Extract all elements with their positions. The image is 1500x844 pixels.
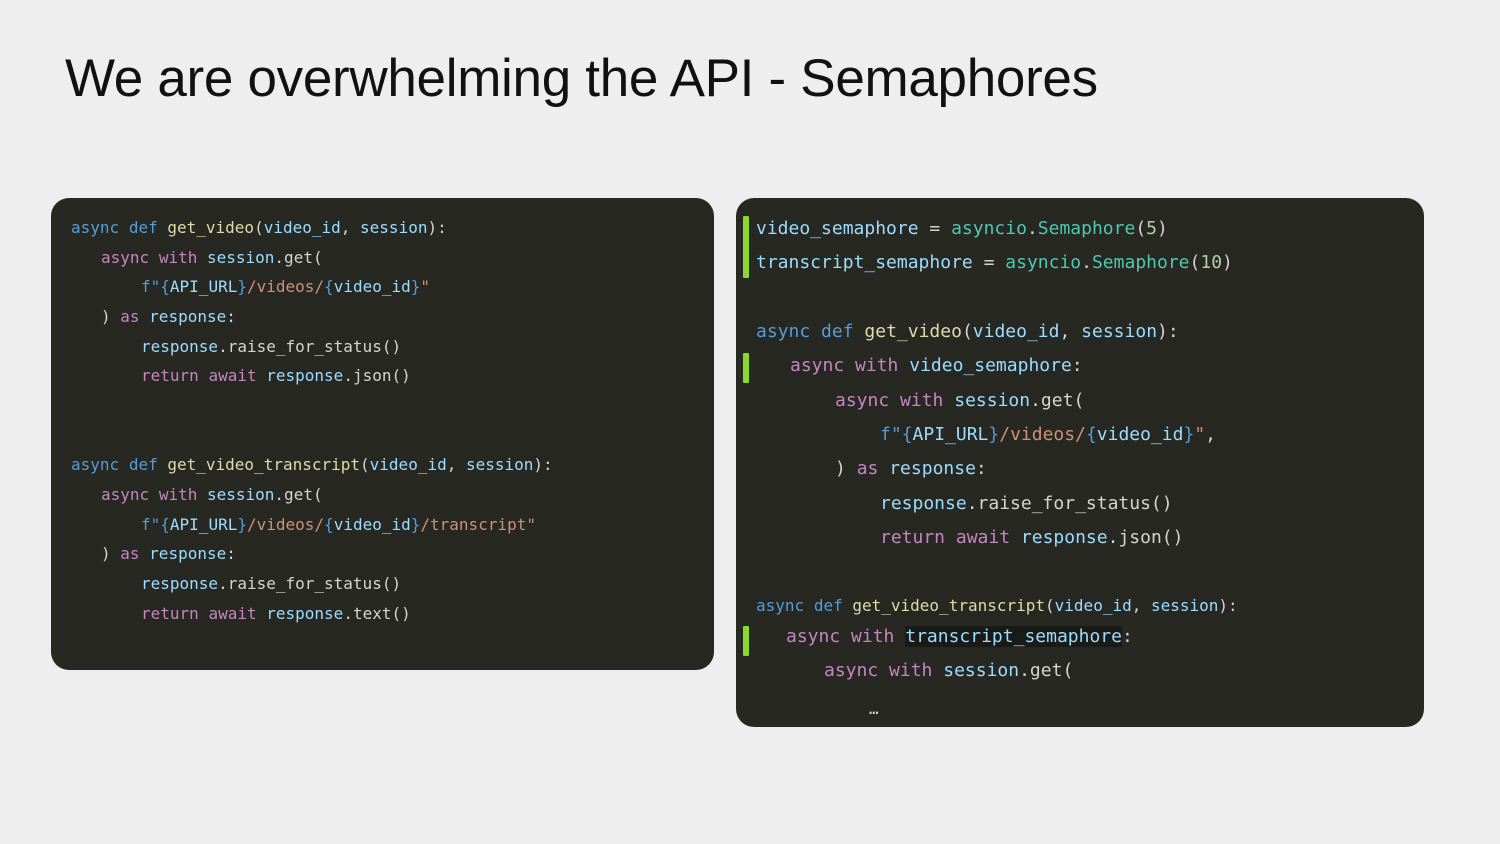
slide-title: We are overwhelming the API - Semaphores (65, 49, 1098, 108)
code-line: async def get_video_transcript(video_id,… (71, 455, 553, 474)
highlight-bar (743, 216, 749, 278)
code-line: async def get_video(video_id, session): (756, 321, 1179, 342)
code-line: async with session.get( (824, 660, 1074, 681)
code-line: f"{API_URL}/videos/{video_id}" (141, 277, 431, 296)
code-line: … (869, 699, 879, 718)
code-line: f"{API_URL}/videos/{video_id}/transcript… (141, 515, 536, 534)
code-line: async with session.get( (101, 248, 323, 267)
code-line: async def get_video_transcript(video_id,… (756, 596, 1238, 615)
selected-text: transcript_semaphore (905, 626, 1122, 647)
code-line: return await response.text() (141, 604, 411, 623)
code-line: response.raise_for_status() (141, 574, 402, 593)
code-line: ) as response: (101, 307, 236, 326)
code-line: video_semaphore = asyncio.Semaphore(5) (756, 218, 1168, 239)
code-line: async with transcript_semaphore: (786, 626, 1133, 647)
code-line: async with session.get( (101, 485, 323, 504)
code-line: return await response.json() (880, 527, 1184, 548)
code-line: f"{API_URL}/videos/{video_id}", (880, 424, 1217, 445)
highlight-bar (743, 626, 749, 656)
code-line: async with video_semaphore: (790, 355, 1083, 376)
code-panel-semaphores: video_semaphore = asyncio.Semaphore(5) t… (736, 198, 1424, 727)
code-line: async with session.get( (835, 390, 1085, 411)
code-line: response.raise_for_status() (141, 337, 402, 356)
code-panel-original: async def get_video(video_id, session): … (51, 198, 714, 670)
code-line: return await response.json() (141, 366, 411, 385)
code-line: response.raise_for_status() (880, 493, 1173, 514)
highlight-bar (743, 353, 749, 383)
code-line: async def get_video(video_id, session): (71, 218, 447, 237)
code-line: transcript_semaphore = asyncio.Semaphore… (756, 252, 1233, 273)
code-line: ) as response: (835, 458, 987, 479)
code-line: ) as response: (101, 544, 236, 563)
